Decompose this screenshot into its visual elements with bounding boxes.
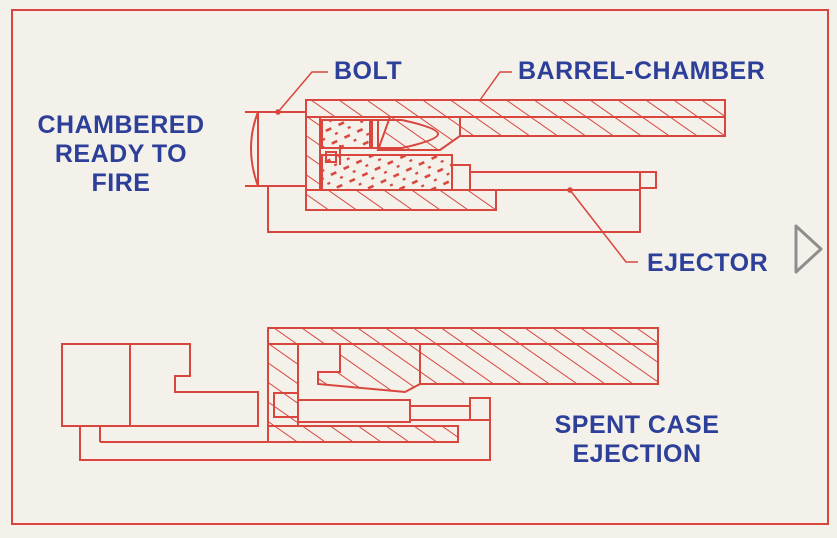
- lower-chamber-wall: [267, 343, 299, 427]
- chambered-line-3: FIRE: [91, 169, 151, 197]
- barrel-chamber-label: BARREL-CHAMBER: [518, 57, 766, 85]
- lower-chamber-arm: [267, 425, 459, 443]
- ejector-rod: [469, 171, 641, 191]
- bolt-label: BOLT: [334, 57, 403, 85]
- chambered-line-2: READY TO: [54, 140, 188, 168]
- chamber-lower-arm: [305, 189, 497, 211]
- next-button[interactable]: [790, 222, 826, 276]
- spent-case-ejection-label: SPENT CASE EJECTION: [530, 411, 744, 469]
- lower-bolt-body: [130, 343, 259, 427]
- lower-frame: [79, 420, 491, 461]
- play-triangle-icon: [794, 224, 823, 274]
- firing-pin: [325, 151, 337, 163]
- leader-lines: [275, 71, 638, 263]
- lower-ejector-tip: [469, 397, 491, 421]
- chamber-rear-wall: [305, 116, 321, 191]
- chambered-line-1: CHAMBERED: [37, 111, 205, 139]
- ejector-tip: [639, 171, 657, 189]
- ejector-leader: [569, 189, 638, 263]
- lower-barrel-upper-wall: [267, 327, 659, 345]
- top-assembly: [245, 99, 726, 233]
- barrel-bore: [376, 116, 461, 151]
- cartridge-case: [321, 119, 371, 149]
- lower-ejector: [409, 405, 471, 421]
- bolt-handle: [250, 111, 259, 187]
- bottom-assembly: [61, 327, 659, 461]
- ejector-label: EJECTOR: [647, 249, 769, 277]
- barrel-upper-wall: [305, 99, 726, 118]
- lower-bolt: [61, 343, 131, 427]
- chambered-ready-label: CHAMBERED READY TO FIRE: [20, 111, 222, 198]
- bullet: [371, 119, 440, 149]
- spent-case-body: [297, 399, 411, 423]
- spent-line-2: EJECTION: [572, 440, 702, 468]
- lower-chamber-bore: [317, 343, 421, 394]
- spent-line-1: SPENT CASE: [554, 411, 720, 439]
- case-head: [451, 164, 471, 191]
- barrel-lower-wall: [459, 116, 726, 137]
- bolt-leader: [277, 71, 328, 113]
- lower-barrel-lower-wall: [419, 343, 659, 385]
- outer-frame: [11, 9, 829, 525]
- cartridge-body: [321, 154, 453, 191]
- barrel-leader: [479, 71, 512, 101]
